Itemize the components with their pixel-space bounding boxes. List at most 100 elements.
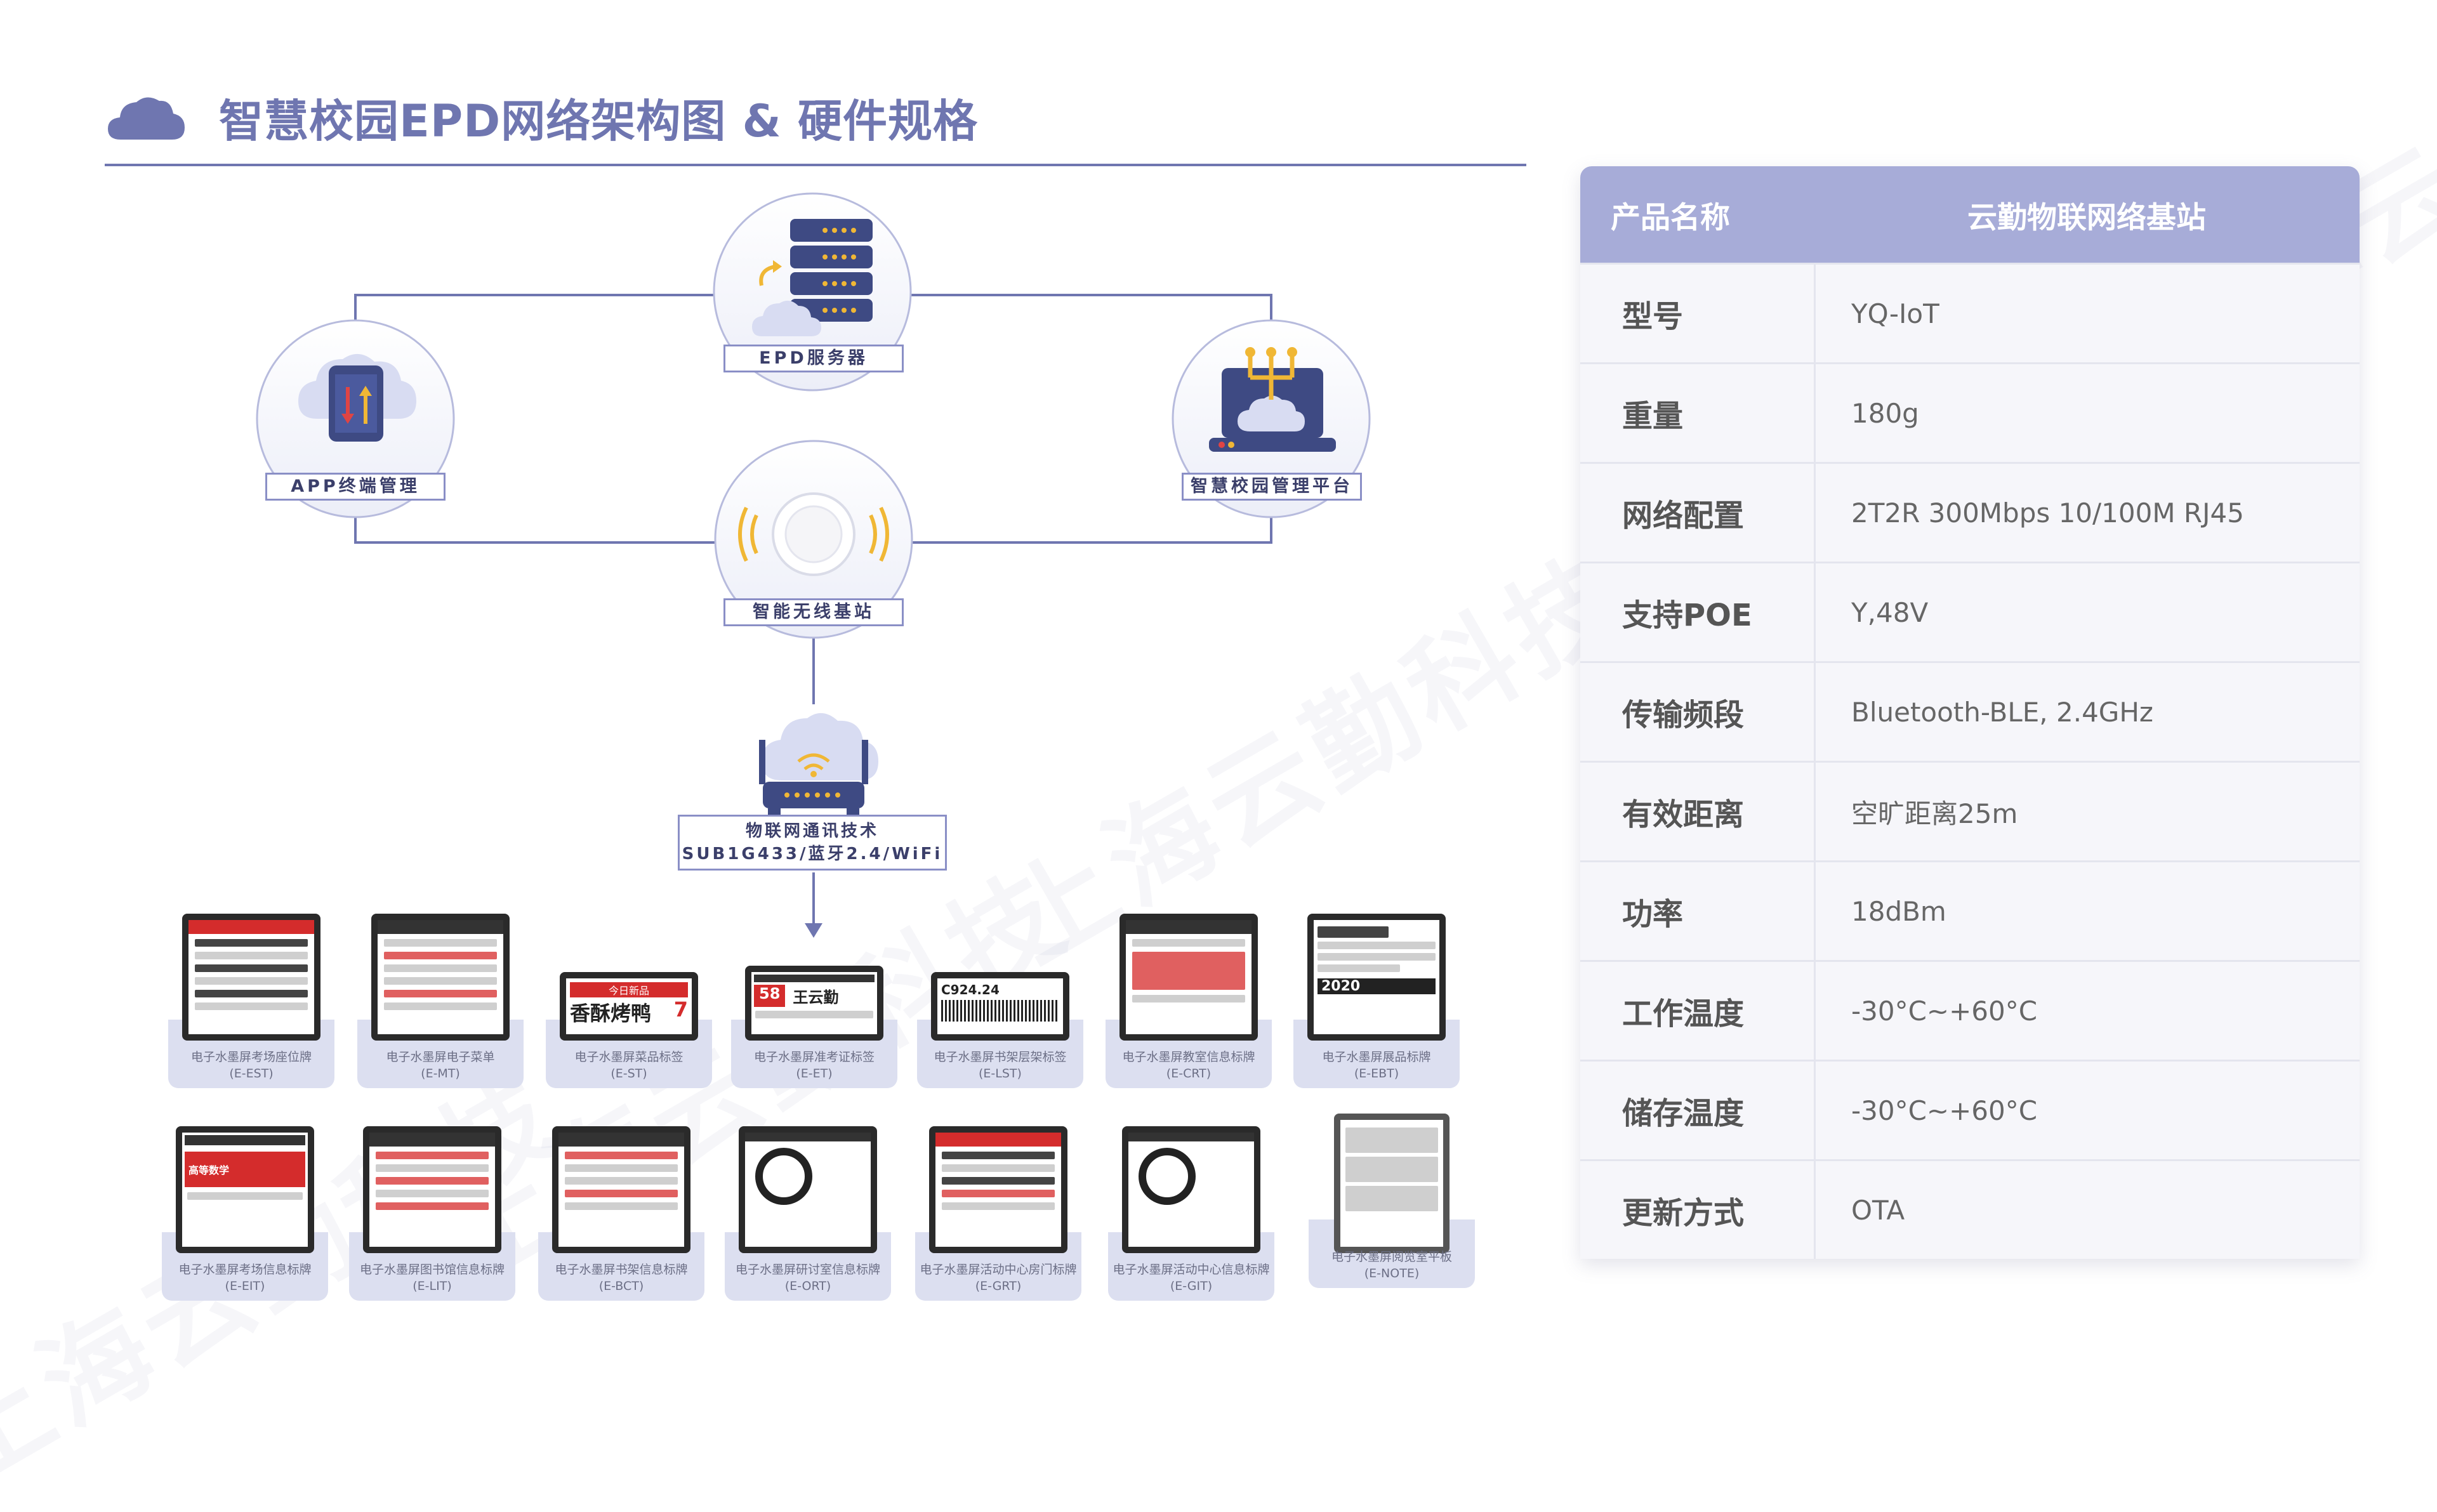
spec-row: 工作温度 -30°C~+60°C bbox=[1580, 960, 2360, 1060]
laptop-cloud-icon bbox=[1209, 347, 1336, 452]
device-screen: 高等数学 bbox=[176, 1126, 314, 1253]
device-code: (E-ET) bbox=[796, 1067, 833, 1081]
spec-key: 有效距离 bbox=[1622, 797, 1745, 832]
device-name: 电子水墨屏图书馆信息标牌 bbox=[359, 1263, 505, 1277]
device-card: 电子水墨屏阅览室平板 (E-NOTE) bbox=[1309, 1114, 1475, 1288]
device-code: (E-NOTE) bbox=[1364, 1266, 1420, 1280]
device-card: C924.24 电子水墨屏书架层架标签 (E-LST) bbox=[917, 914, 1083, 1088]
app-label: APP终端管理 bbox=[265, 473, 446, 501]
device-name: 电子水墨屏展品标牌 bbox=[1322, 1050, 1431, 1064]
spec-key: 网络配置 bbox=[1622, 498, 1745, 534]
device-card: 电子水墨屏图书馆信息标牌 (E-LIT) bbox=[349, 1126, 515, 1301]
device-screen bbox=[1122, 1126, 1260, 1253]
device-code: (E-BCT) bbox=[598, 1279, 644, 1293]
spec-key: 支持POE bbox=[1622, 598, 1752, 633]
device-code: (E-EBT) bbox=[1354, 1067, 1399, 1081]
device-screen bbox=[1334, 1114, 1450, 1253]
device-name: 电子水墨屏菜品标签 bbox=[574, 1050, 684, 1064]
device-card: 电子水墨屏活动中心房门标牌(E-GRT) bbox=[915, 1126, 1081, 1301]
spec-value: OTA bbox=[1814, 1161, 2360, 1259]
spec-key: 工作温度 bbox=[1622, 996, 1745, 1032]
device-card: 2020 电子水墨屏展品标牌 (E-EBT) bbox=[1293, 914, 1460, 1088]
iot-label-line2: SUB1G433/蓝牙2.4/WiFi bbox=[682, 845, 943, 864]
screen-text: 王云勤 bbox=[793, 989, 839, 1006]
device-card: 高等数学 电子水墨屏考场信息标牌 (E-EIT) bbox=[162, 1126, 328, 1301]
device-name: 电子水墨屏准考证标签 bbox=[753, 1050, 875, 1064]
device-name: 电子水墨屏书架层架标签 bbox=[934, 1050, 1067, 1064]
arrow-down-icon bbox=[805, 923, 822, 938]
cloud-phone-icon bbox=[298, 353, 416, 442]
device-code: (E-LIT) bbox=[413, 1279, 452, 1293]
device-screen bbox=[739, 1126, 877, 1253]
spec-row: 传输频段 Bluetooth-BLE, 2.4GHz bbox=[1580, 661, 2360, 761]
device-code: (E-EST) bbox=[229, 1067, 274, 1081]
spec-value: 2T2R 300Mbps 10/100M RJ45 bbox=[1814, 464, 2360, 562]
device-code: (E-ST) bbox=[611, 1067, 647, 1081]
device-card: 电子水墨屏活动中心信息标牌 (E-GIT) bbox=[1108, 1126, 1274, 1301]
device-name: 电子水墨屏教室信息标牌 bbox=[1122, 1050, 1255, 1064]
spec-value: 空旷距离25m bbox=[1814, 763, 2360, 860]
spec-value: 18dBm bbox=[1814, 862, 2360, 960]
device-name: 电子水墨屏研讨室信息标牌 bbox=[735, 1263, 880, 1277]
device-card: 电子水墨屏书架信息标牌(E-BCT) bbox=[538, 1126, 704, 1301]
device-screen: 2020 bbox=[1307, 914, 1446, 1041]
device-code: (E-GIT) bbox=[1170, 1279, 1213, 1293]
spec-value: -30°C~+60°C bbox=[1814, 1062, 2360, 1159]
spec-key: 型号 bbox=[1622, 299, 1684, 334]
spec-key: 传输频段 bbox=[1622, 697, 1745, 733]
spec-row: 网络配置 2T2R 300Mbps 10/100M RJ45 bbox=[1580, 462, 2360, 562]
ap-label: 智能无线基站 bbox=[723, 598, 904, 626]
server-label: EPD服务器 bbox=[723, 345, 904, 372]
spec-header-value: 云勤物联网络基站 bbox=[1967, 200, 2206, 235]
device-name: 电子水墨屏活动中心信息标牌 bbox=[1113, 1263, 1270, 1277]
device-card: 电子水墨屏考场座位牌 (E-EST) bbox=[168, 914, 334, 1088]
spec-key: 储存温度 bbox=[1622, 1096, 1745, 1131]
device-card: 电子水墨屏电子菜单(E-MT) bbox=[357, 914, 524, 1088]
device-name: 电子水墨屏考场信息标牌 bbox=[178, 1263, 312, 1277]
app-node bbox=[256, 319, 455, 518]
device-screen bbox=[552, 1126, 690, 1253]
spec-value: Bluetooth-BLE, 2.4GHz bbox=[1814, 663, 2360, 761]
spec-header-key: 产品名称 bbox=[1611, 200, 1730, 235]
device-code: (E-EIT) bbox=[225, 1279, 265, 1293]
device-screen bbox=[182, 914, 320, 1041]
device-screen bbox=[363, 1126, 501, 1253]
device-screen bbox=[929, 1126, 1067, 1253]
spec-key: 更新方式 bbox=[1622, 1195, 1745, 1231]
server-icon bbox=[752, 219, 873, 336]
platform-label: 智慧校园管理平台 bbox=[1182, 473, 1362, 501]
device-screen bbox=[1119, 914, 1258, 1041]
device-code: (E-CRT) bbox=[1166, 1067, 1212, 1081]
device-card: 58 王云勤 电子水墨屏准考证标签 (E-ET) bbox=[731, 914, 897, 1088]
page-header: 智慧校园EPD网络架构图 & 硬件规格 bbox=[105, 82, 978, 152]
device-name: 电子水墨屏电子菜单 bbox=[386, 1050, 495, 1064]
device-code: (E-LST) bbox=[979, 1067, 1022, 1081]
screen-text: C924.24 bbox=[941, 982, 1000, 997]
iot-label-line1: 物联网通讯技术 bbox=[745, 822, 879, 841]
device-name: 电子水墨屏考场座位牌 bbox=[190, 1050, 312, 1064]
spec-header: 产品名称 云勤物联网络基站 bbox=[1580, 166, 2360, 263]
device-screen: 58 王云勤 bbox=[745, 966, 883, 1041]
device-screen: C924.24 bbox=[931, 972, 1069, 1041]
device-name: 电子水墨屏活动中心房门标牌 bbox=[920, 1263, 1077, 1277]
cloud-icon bbox=[108, 97, 185, 140]
screen-price: 7 bbox=[673, 997, 688, 1022]
spec-row: 更新方式 OTA bbox=[1580, 1159, 2360, 1259]
network-diagram bbox=[256, 192, 1371, 938]
spec-value: -30°C~+60°C bbox=[1814, 962, 2360, 1060]
screen-subtitle: 今日新品 bbox=[570, 982, 688, 997]
device-name: 电子水墨屏阅览室平板 bbox=[1331, 1250, 1452, 1264]
spec-row: 储存温度 -30°C~+60°C bbox=[1580, 1060, 2360, 1159]
page-title: 智慧校园EPD网络架构图 & 硬件规格 bbox=[219, 95, 979, 147]
spec-row: 功率 18dBm bbox=[1580, 860, 2360, 960]
device-card: 电子水墨屏教室信息标牌 (E-CRT) bbox=[1106, 914, 1272, 1088]
screen-number: 58 bbox=[754, 985, 786, 1007]
server-node bbox=[713, 192, 912, 391]
device-code: (E-ORT) bbox=[784, 1279, 831, 1293]
spec-key: 功率 bbox=[1622, 897, 1684, 932]
